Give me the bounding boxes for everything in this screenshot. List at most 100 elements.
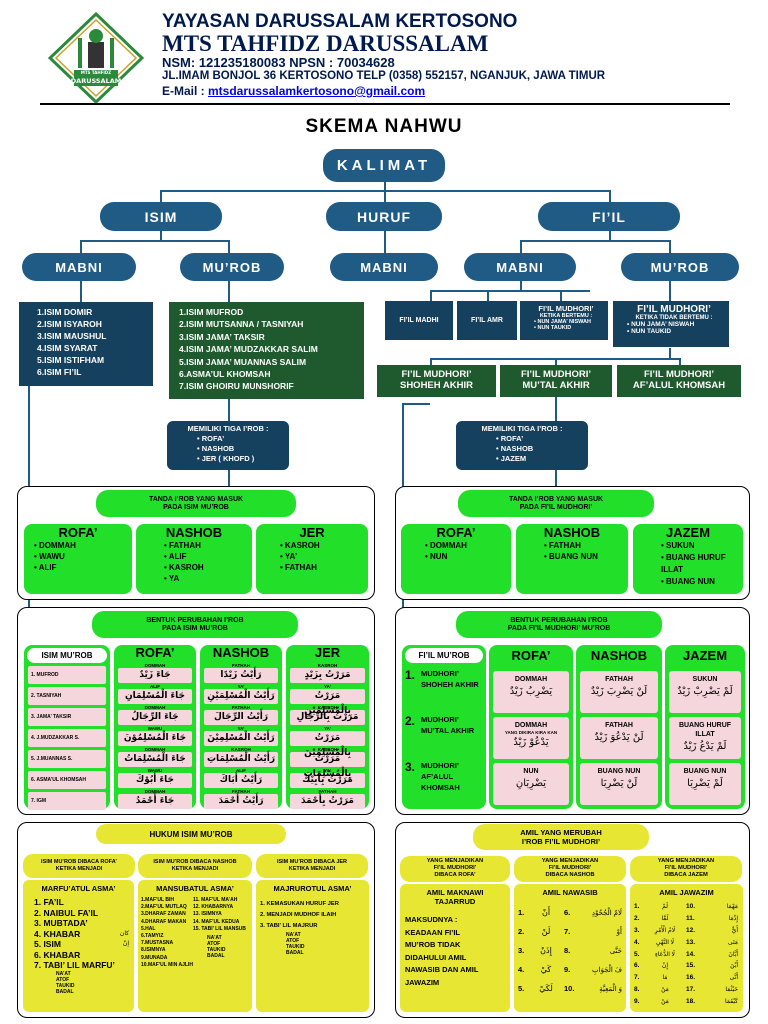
sub-item: ATOF — [56, 976, 70, 983]
item-number: 5. — [518, 984, 525, 993]
head-line: YANG MENJADIKAN — [426, 858, 484, 864]
list-item: • ROFA’ — [197, 434, 225, 443]
fiil-madhi-box: FI’IL MADHI — [385, 301, 453, 340]
hukum-title: HUKUM ISIM MU’ROB — [96, 824, 286, 844]
sub-item: BADAL — [286, 950, 304, 956]
school-address: JL.IMAM BONJOL 36 KERTOSONO TELP (0358) … — [162, 70, 606, 82]
cell-caption: YA’ — [324, 684, 331, 689]
item-arabic: مَنْ — [661, 986, 669, 993]
head-line: YANG MENJADIKAN — [657, 858, 715, 864]
list-item: 1. FA’IL — [28, 897, 129, 908]
page-title: SKEMA NAHWU — [305, 116, 463, 137]
head-line: DIBACA JAZEM — [664, 872, 708, 878]
cell-caption: DOMMAH — [144, 789, 166, 794]
head-line: FI’IL MUDHORI’ — [548, 865, 592, 871]
body-line: DIDAHULUI AMIL — [405, 952, 467, 962]
item-arabic: لَا النَّهْيِ — [655, 939, 675, 946]
example-cell: رَأَيْتُ الْمُسْلِمَاتِ — [204, 752, 278, 767]
example-cell: جَاءَ الْمُسْلِمَاتُ — [118, 752, 192, 767]
fiil-type-mutal: FI’IL MUDHORI’MU’TAL AKHIR — [500, 365, 612, 397]
item-text: 7. TABI’ LIL MARFU’ — [34, 960, 115, 970]
item-arabic: كَيْفَمَا — [725, 998, 738, 1005]
row-text: MUDHORI’ SHOHEH AKHIR — [421, 669, 479, 689]
school-ids: NSM: 121235180083 NPSN : 70034628 — [162, 55, 395, 70]
box-title: FI’IL MUDHORI’ — [637, 304, 711, 315]
example-cell: FATHAH لَنْ يَضْرِبَ زَيْدٌ — [580, 671, 658, 713]
head-line: DIBACA ROFA’ — [434, 872, 476, 878]
fiil-type-shoheh: FI’IL MUDHORI’SHOHEH AKHIR — [377, 365, 496, 397]
example-cell: مَرَرْتُ بِزَيْدٍ — [290, 668, 365, 683]
sub-item: NA’AT — [207, 935, 222, 942]
node-isim-murob: MU’ROB — [180, 253, 284, 281]
item-arabic: حَتَّى — [609, 947, 622, 955]
school-name: MTS TAHFIDZ DARUSSALAM — [162, 31, 489, 56]
column-head: NASHOB — [212, 645, 270, 660]
item-number: 10. — [686, 903, 696, 911]
cell-caption: KASROH — [231, 747, 251, 752]
list-item: 8.ISIMNYA — [141, 947, 166, 954]
list-item: 8.مَنْ17.حَيْثُمَا — [634, 984, 739, 996]
example-text: لَنْ يَضْرِبَ زَيْدٌ — [590, 686, 648, 697]
item-arabic: كَيْ — [540, 965, 552, 974]
item-text: 1. FA’IL — [34, 897, 64, 907]
item-number: 9. — [564, 965, 571, 974]
list-item: 5.HAL — [141, 925, 156, 932]
row-label: 2. TASNIYAH — [28, 687, 106, 705]
item-arabic: لَمَّا — [661, 916, 669, 923]
cell-caption: FATHAH — [232, 663, 250, 668]
tanda-isim-jer: JER KASROHYA’FATHAH — [256, 524, 368, 594]
tanda-isim-nashob: NASHOB FATHAHALIFKASROHYA — [136, 524, 252, 594]
item-number: 6. — [634, 962, 640, 970]
list-item: 2.ISIM ISYAROH — [37, 319, 102, 329]
list-item: 2.لَنْ7.أَوْ — [518, 922, 622, 941]
row-label: 5. J.MUANNAS S. — [28, 750, 106, 768]
box-subtitle: KETIKA BERTEMU : — [539, 313, 593, 319]
sub-item: BADAL — [207, 953, 225, 960]
head-line: FI’IL MUDHORI’ — [433, 865, 477, 871]
example-cell: رَأَيْتُ الْمُسْلِمِيْنَ — [204, 731, 278, 746]
list-item: 2.MAF’UL MUTLAQ — [141, 904, 187, 911]
cell-caption: YA’ — [324, 768, 331, 773]
column-head: MARFU’ATUL ASMA’ — [41, 884, 116, 893]
email-link[interactable]: mtsdarussalamkertosono@gmail.com — [208, 84, 426, 98]
list-item: 9.MUNADA — [141, 954, 168, 961]
example-cell: جَاءَ زَيْدٌ — [118, 668, 192, 683]
example-cell: رَأَيْتُ أَحْمَدَ — [204, 794, 278, 809]
list-item: • NUN TAUKID — [627, 328, 672, 335]
list-item: 7. TABI’ LIL MARFU’ — [28, 960, 129, 971]
cell-caption: FATHAH — [605, 676, 633, 683]
example-cell: جَاءَ أَحْمَدُ — [118, 794, 192, 809]
item-number: 3. — [634, 926, 640, 934]
row-text: MUDHORI’ MU’TAL AKHIR — [421, 715, 475, 735]
list-item: 7.MUSTASNA — [141, 940, 174, 947]
column-head: ISIM MU’ROB — [27, 648, 107, 663]
example-text: لَنْ يَدْعُوَ زَيْدٌ — [594, 732, 644, 743]
sub-item: TAUKID — [286, 944, 305, 950]
head-line: ISIM MU’ROB DIBACA ROFA’ — [41, 859, 117, 865]
head-line: KETIKA MENJADI — [55, 866, 103, 872]
item-arabic: إِذْمَا — [728, 916, 738, 923]
list-item: 5.ISIM ISTIFHAM — [37, 355, 105, 365]
row-number: 2. — [405, 714, 416, 728]
list-item: 5.لَا الدُّعَاءِ14.أَيَّانَ — [634, 948, 739, 960]
item-arabic: لَنْ — [541, 927, 551, 936]
item-arabic: إِنْ — [661, 963, 669, 970]
column-head: AMIL MAKNAWI TAJARRUD — [426, 888, 484, 906]
list-item: • NASHOB — [496, 444, 534, 453]
isim-mabni-list: 1.ISIM DOMIR 2.ISIM ISYAROH 3.ISIM MAUSH… — [19, 302, 153, 386]
sub-item: ATOF — [286, 938, 300, 944]
cell-caption: YA’ — [237, 726, 245, 731]
item-arabic: إِذَنْ — [540, 946, 552, 955]
email-label: E-Mail : — [162, 84, 209, 98]
example-cell: مَرَرْتُ بِالرِّجَالِ — [290, 710, 365, 725]
list-item: 11. MAF’UL MA’AH — [193, 897, 238, 903]
item-arabic: أَيٌّ — [731, 927, 738, 934]
